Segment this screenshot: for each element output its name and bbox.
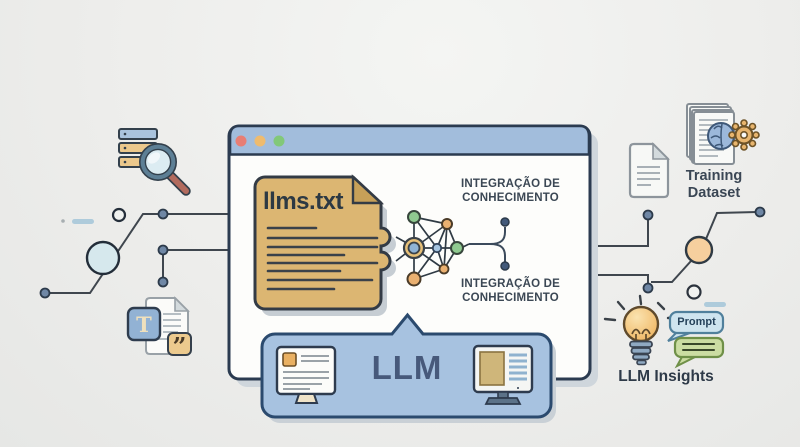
gear-icon [728, 119, 760, 151]
dash-accent [704, 302, 726, 307]
prompt-bubble-label: Prompt [677, 316, 716, 328]
training-dataset-label: Training Dataset [664, 168, 764, 201]
llms-txt-document [253, 174, 396, 316]
llm-banner-label: LLM [371, 349, 443, 386]
training-label-line2: Dataset [687, 184, 741, 201]
integration-label-line2: CONHECIMENTO [462, 192, 559, 204]
right-circuit-nodes [642, 206, 766, 307]
llm-insights-label: LLM Insights [618, 368, 714, 385]
server-search-icon [118, 128, 191, 196]
magnifier-icon [139, 143, 191, 196]
left-circuit-nodes [39, 207, 169, 299]
training-label-line1: Training [685, 168, 743, 184]
right-monitor-icon [472, 344, 534, 405]
traffic-light-yellow [254, 135, 266, 147]
typography-badge [126, 306, 162, 342]
integration-label-line2: CONHECIMENTO [462, 292, 559, 304]
fork-connector [469, 217, 510, 271]
training-dataset-icon [686, 103, 760, 165]
quote-badge [167, 332, 192, 356]
prompt-bubble-icon [667, 310, 725, 342]
integration-label-top: INTEGRAÇÃO DE CONHECIMENTO [447, 177, 574, 205]
document-text-lines [266, 226, 379, 291]
chat-bubble-icon [673, 336, 725, 369]
left-monitor-icon [275, 345, 337, 404]
right-circuit-lines [589, 211, 758, 285]
brain-icon [707, 122, 735, 150]
lightbulb-icon [603, 294, 680, 366]
text-document-icon: T ” [126, 296, 192, 361]
knowledge-graph-icon [395, 210, 470, 287]
folded-corner [351, 174, 385, 205]
traffic-light-red [235, 135, 247, 147]
window-titlebar [228, 124, 591, 156]
llm-banner [260, 312, 556, 423]
document-icon [628, 142, 670, 199]
orange-node-circle [684, 235, 714, 265]
quote-glyph: ” [173, 332, 187, 361]
left-circuit-lines [45, 213, 230, 294]
typography-glyph: T [136, 312, 152, 337]
integration-label-line1: INTEGRAÇÃO DE [460, 278, 561, 290]
llms-txt-filename: llms.txt [263, 188, 344, 215]
blue-node-circle [85, 240, 121, 276]
integration-label-bottom: INTEGRAÇÃO DE CONHECIMENTO [447, 277, 574, 305]
traffic-light-green [273, 135, 285, 147]
dash-accent [72, 219, 94, 224]
integration-label-line1: INTEGRAÇÃO DE [460, 178, 561, 190]
